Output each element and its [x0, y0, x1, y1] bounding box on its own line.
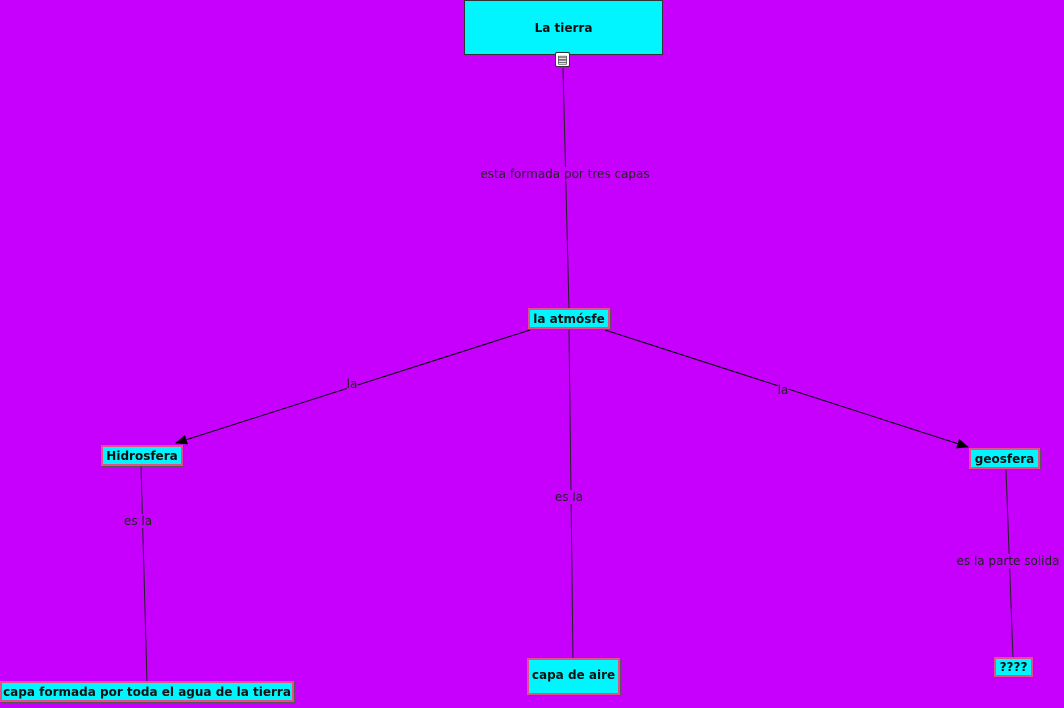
link-label-es-la-aire: es la: [554, 490, 584, 504]
node-capa-aire-label: capa de aire: [531, 668, 616, 682]
node-la-tierra[interactable]: La tierra: [464, 0, 663, 55]
connector-hidrosfera-agua: [140, 465, 148, 682]
link-label-la-geosfera: la: [777, 383, 789, 397]
document-icon[interactable]: ▤: [555, 52, 570, 67]
node-hidrosfera[interactable]: Hidrosfera: [101, 445, 183, 466]
node-desconocido[interactable]: ????: [994, 657, 1033, 677]
node-capa-aire[interactable]: capa de aire: [527, 658, 620, 695]
node-geosfera-label: geosfera: [974, 451, 1035, 466]
node-atmosfera-label: la atmósfe: [533, 311, 605, 326]
link-label-esta-formada: esta formada por tres capas: [480, 167, 650, 181]
node-hidrosfera-label: Hidrosfera: [106, 448, 178, 463]
connector-root-atmosfera: [562, 67, 570, 310]
link-label-es-la-agua: es la: [123, 514, 153, 528]
link-label-la-hidrosfera: la: [346, 377, 358, 391]
node-capa-agua[interactable]: capa formada por toda el agua de la tier…: [0, 681, 294, 702]
node-desconocido-label: ????: [999, 660, 1028, 674]
node-atmosfera[interactable]: la atmósfe: [528, 308, 610, 329]
link-label-parte-solida: es la parte solida: [956, 554, 1060, 568]
node-la-tierra-label: La tierra: [534, 20, 593, 35]
node-geosfera[interactable]: geosfera: [969, 448, 1040, 469]
node-capa-agua-label: capa formada por toda el agua de la tier…: [3, 684, 291, 699]
